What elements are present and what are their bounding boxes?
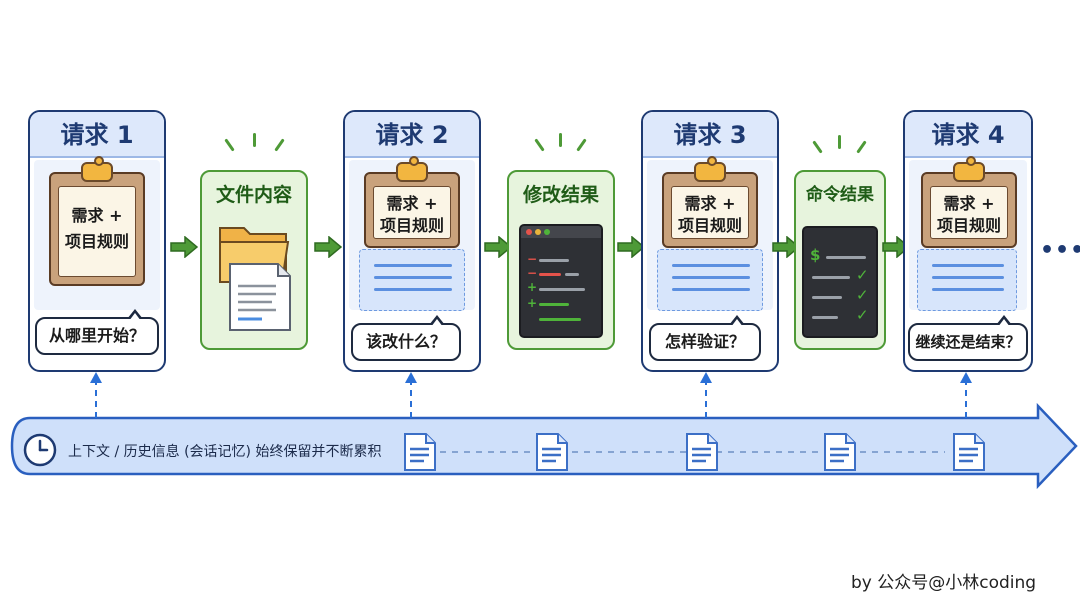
check-icon: ✓ — [856, 286, 869, 304]
history-memo — [359, 249, 465, 311]
result-title: 修改结果 — [522, 184, 599, 206]
question-bubble: 继续还是结束？ — [908, 315, 1028, 361]
request-card-3: 请求 3 需求 + 项目规则 怎样验证？ — [641, 110, 779, 372]
continuation-ellipsis: ••• — [1040, 238, 1080, 263]
clipboard-line-2: 项目规则 — [379, 216, 444, 235]
document-icon — [686, 433, 718, 471]
arrow-right-icon — [314, 236, 342, 258]
clipboard: 需求 + 项目规则 — [662, 156, 758, 248]
clipboard-clip-icon — [953, 156, 985, 182]
clipboard-line-1: 需求 + — [684, 194, 736, 213]
clipboard: 需求 + 项目规则 — [921, 156, 1017, 248]
result-card-command-result: 命令结果 $ ✓ ✓ ✓ — [794, 170, 886, 350]
arrow-right-icon — [484, 236, 512, 258]
result-card-edit-result: 修改结果 − − + + — [507, 170, 615, 350]
document-icon — [404, 433, 436, 471]
result-card-file-content: 文件内容 — [200, 170, 308, 350]
arrow-right-icon — [617, 236, 645, 258]
clipboard: 需求 + 项目规则 — [49, 156, 145, 286]
clipboard-clip-icon — [694, 156, 726, 182]
clock-icon — [23, 433, 57, 467]
check-icon: ✓ — [856, 266, 869, 284]
check-icon: ✓ — [856, 306, 869, 324]
request-title: 请求 1 — [30, 112, 164, 158]
credit-text: by 公众号@小林coding — [851, 573, 1037, 593]
terminal-prompt: $ — [810, 246, 821, 264]
request-card-4: 请求 4 需求 + 项目规则 继续还是结束？ — [903, 110, 1033, 372]
request-title: 请求 4 — [905, 112, 1031, 158]
result-title: 文件内容 — [215, 184, 292, 206]
history-memo — [917, 249, 1017, 311]
clipboard-line-1: 需求 + — [71, 206, 123, 225]
document-icon — [824, 433, 856, 471]
arrow-right-icon — [772, 236, 800, 258]
result-title: 命令结果 — [806, 185, 874, 205]
question-bubble: 从哪里开始？ — [35, 309, 159, 355]
timeline-caption: 上下文 / 历史信息 (会话记忆) 始终保留并不断累积 — [68, 444, 382, 460]
clipboard-clip-icon — [396, 156, 428, 182]
highlight-spark-icon — [253, 133, 256, 147]
history-memo — [657, 249, 763, 311]
clipboard-clip-icon — [81, 156, 113, 182]
highlight-spark-icon — [559, 133, 562, 147]
clipboard-line-2: 项目规则 — [936, 216, 1001, 235]
diff-terminal-icon: − − + + — [519, 224, 603, 338]
request-title: 请求 3 — [643, 112, 777, 158]
request-title: 请求 2 — [345, 112, 479, 158]
clipboard: 需求 + 项目规则 — [364, 156, 460, 248]
folder-document-icon — [219, 227, 291, 331]
question-bubble: 该改什么？ — [351, 315, 461, 361]
clipboard-line-1: 需求 + — [386, 194, 438, 213]
document-icon — [536, 433, 568, 471]
highlight-spark-icon — [838, 135, 841, 149]
clipboard-line-2: 项目规则 — [677, 216, 742, 235]
command-terminal-icon: $ ✓ ✓ ✓ — [802, 226, 878, 338]
clipboard-line-1: 需求 + — [943, 194, 995, 213]
arrow-right-icon — [170, 236, 198, 258]
document-icon — [953, 433, 985, 471]
request-card-1: 请求 1 需求 + 项目规则 从哪里开始？ — [28, 110, 166, 372]
clipboard-line-2: 项目规则 — [64, 232, 129, 251]
question-bubble: 怎样验证？ — [649, 315, 761, 361]
request-card-2: 请求 2 需求 + 项目规则 该改什么？ — [343, 110, 481, 372]
